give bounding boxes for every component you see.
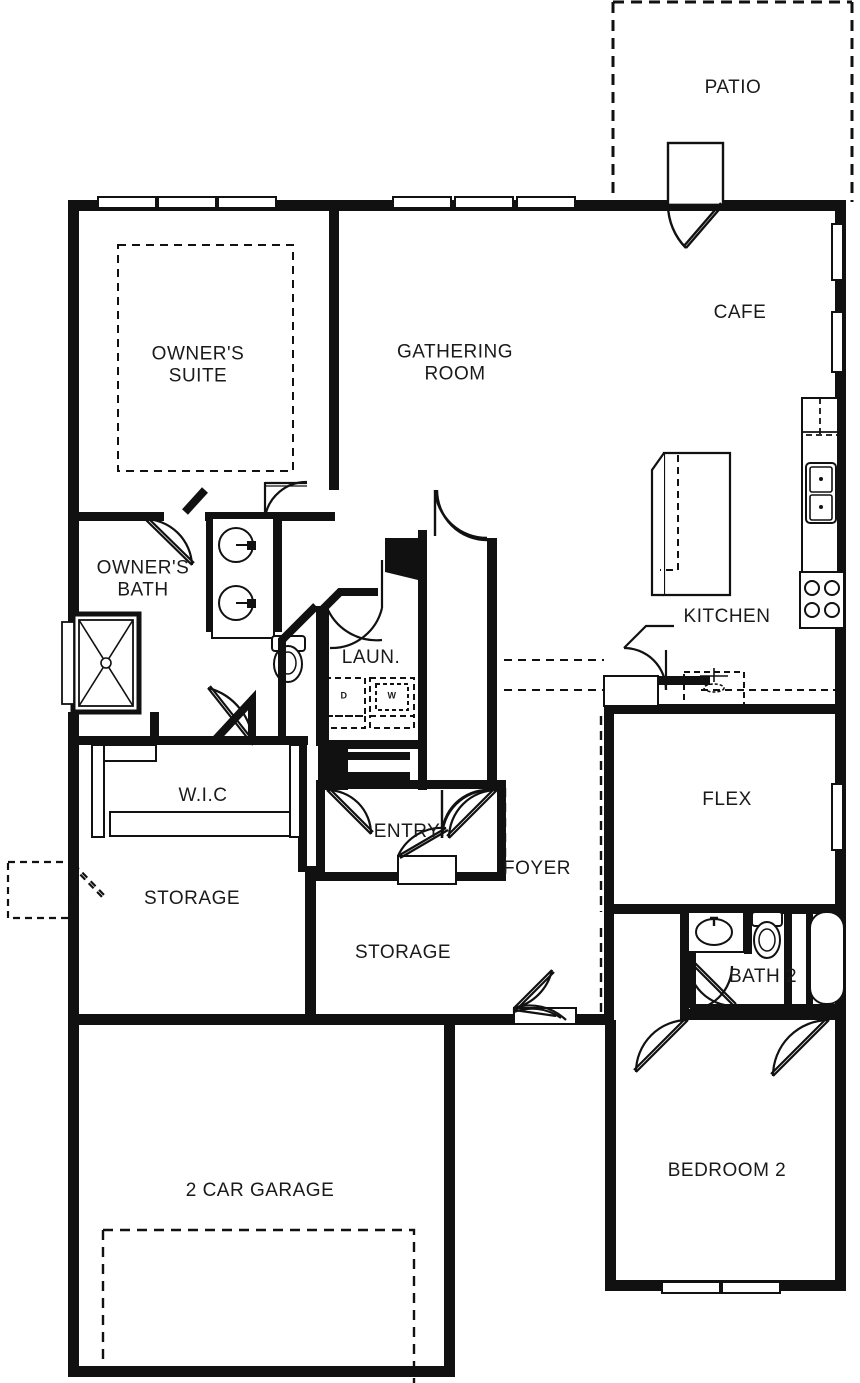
room-label-kitchen: KITCHEN [683,605,771,627]
misc-wall-nibs [320,752,844,1016]
window-suite-1 [97,196,157,209]
bath2-toilet [751,911,783,959]
room-label-bedroom-2: BEDROOM 2 [667,1159,787,1181]
owners-bath-vanity [211,517,275,639]
window-suite-3 [217,196,277,209]
window-cafe-east-2 [831,311,844,373]
room-label-storage-center: STORAGE [354,941,452,963]
door-owners-bath [144,516,195,566]
door-patio [666,141,725,249]
laundry-appliances [324,677,415,729]
room-label-cafe: CAFE [713,301,767,323]
room-label-storage-left: STORAGE [143,887,241,909]
door-wic [207,685,256,746]
kitchen-pantry [504,659,745,707]
door-owners-suite [263,480,308,518]
door-front [512,969,577,1025]
window-gathering-3 [516,196,576,209]
owners-suite-ceiling [117,244,294,472]
window-gathering-2 [454,196,514,209]
room-label-foyer: FOYER [503,857,571,879]
window-bedroom2-south-2 [721,1281,781,1294]
kitchen-counter [700,397,845,691]
window-flex-east [831,783,844,851]
vanity-sink-1 [218,527,256,563]
window-gathering-1 [392,196,452,209]
east-windows [831,223,844,851]
room-label-laundry: LAUN. [341,646,401,668]
foyer-outline [503,716,603,1016]
room-label-patio: PATIO [704,76,762,98]
room-label-bath-2: BATH 2 [728,965,798,987]
north-windows [97,196,576,209]
bath2-vanity [687,911,745,953]
laundry-angled-wall [317,588,378,615]
door-laundry [327,560,384,650]
bath2-tub [809,911,845,1005]
owners-bath-shower [61,611,142,715]
south-windows [661,1281,781,1294]
owners-bath-toilet [271,635,306,683]
room-label-flex: FLEX [702,788,752,810]
door-storage-optional [6,860,108,920]
kitchen-cooktop [799,571,845,629]
room-label-owners-suite: OWNER'S SUITE [151,343,245,387]
door-entry-foyer [446,787,498,839]
door-hall [633,1017,689,1073]
vanity-sink-2 [218,585,256,621]
window-suite-2 [157,196,217,209]
room-label-gathering-room: GATHERING ROOM [396,341,514,385]
window-cafe-east-1 [831,223,844,281]
appliance-label-washer: W [387,690,397,701]
patio-outline [611,0,854,202]
garage-car-outline [101,1228,416,1383]
room-label-owners-bath: OWNER'S BATH [96,557,190,601]
door-kitchen-pantry [623,624,674,691]
window-bedroom2-south-1 [661,1281,721,1294]
appliance-label-dryer: D [340,690,348,701]
door-bedroom2 [770,1017,830,1077]
room-label-wic: W.I.C [178,784,228,806]
room-label-garage: 2 CAR GARAGE [185,1179,335,1201]
kitchen-island [650,451,732,597]
door-entry-left [326,787,374,835]
door-entry-garage [396,826,457,885]
room-label-entry: ENTRY [373,820,441,842]
wic-shelving [91,744,301,838]
